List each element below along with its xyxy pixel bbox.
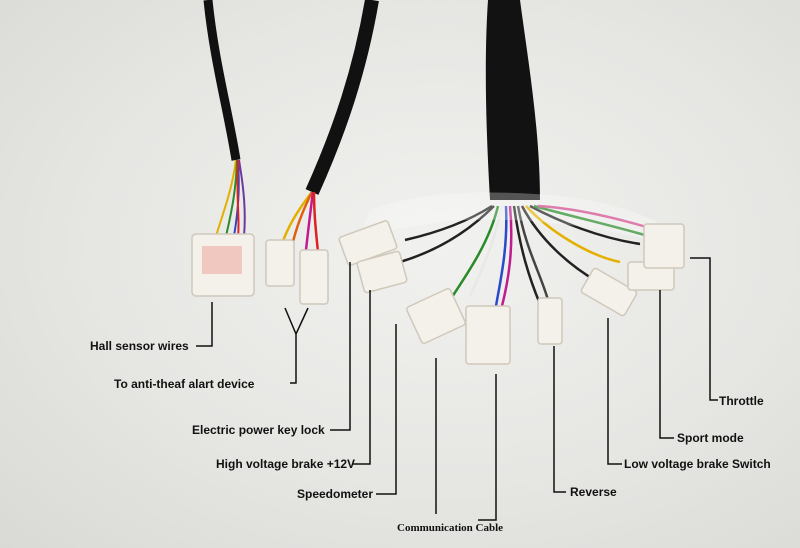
label-anti-theft: To anti-theaf alart device [114,377,255,391]
label-key-lock: Electric power key lock [192,423,325,437]
speedometer-connector [406,287,466,345]
communication-connector [465,305,511,365]
label-reverse: Reverse [570,485,617,499]
label-sport-mode: Sport mode [677,431,744,445]
label-communication: Communication Cable [397,522,504,534]
lv-brake-connector [580,267,638,317]
label-hall-sensor: Hall sensor wires [90,339,189,353]
hv-brake-connector [356,250,408,294]
anti-theft-connector-b [299,249,329,305]
main-fan-wires [399,204,651,307]
connectors [191,220,685,365]
anti-theft-cable [305,0,379,195]
reverse-connector [537,297,563,345]
plastic-sleeve [360,192,660,240]
hall-wires [215,159,246,237]
leader-lines [196,257,718,521]
label-lv-brake: Low voltage brake Switch [624,457,771,471]
label-hv-brake: High voltage brake +12V [216,457,356,471]
hall-cable [203,0,241,161]
throttle-connector [643,223,685,269]
anti-theft-connector-a [265,239,295,287]
label-speedometer: Speedometer [297,487,374,501]
main-cable [485,0,540,200]
label-throttle: Throttle [719,394,764,408]
